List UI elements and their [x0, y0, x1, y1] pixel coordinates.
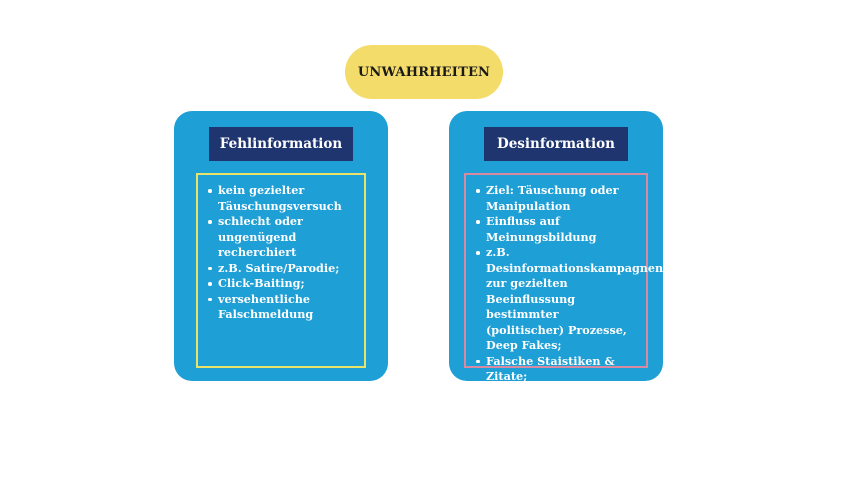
header-fehlinformation-text: Fehlinformation — [219, 136, 343, 152]
list-item: versehentliche Falschmeldung — [206, 292, 358, 323]
list-item: kein gezielter Täuschungsversuch — [206, 183, 358, 214]
card-fehlinformation: Fehlinformation kein gezielter Täuschung… — [174, 111, 388, 381]
card-desinformation: Desinformation Ziel: Täuschung oder Mani… — [449, 111, 663, 399]
list-item: Falsche Staistiken & Zitate; — [474, 354, 640, 385]
header-desinformation: Desinformation — [484, 127, 628, 161]
list-item: schlecht oder ungenügend recherchiert — [206, 214, 358, 261]
list-box-desinformation: Ziel: Täuschung oder Manipulation Einflu… — [464, 173, 663, 399]
header-desinformation-text: Desinformation — [497, 136, 615, 152]
list-fehlinformation: kein gezielter Täuschungsversuch schlech… — [206, 183, 358, 323]
list-item: Ziel: Täuschung oder Manipulation — [474, 183, 640, 214]
list-item: Click-Baiting; — [206, 276, 358, 292]
list-item: z.B. Desinformationskampagnen zur geziel… — [474, 245, 663, 354]
title-pill: UNWAHRHEITEN — [345, 45, 503, 99]
list-item: Einfluss auf Meinungsbildung — [474, 214, 640, 245]
header-fehlinformation: Fehlinformation — [209, 127, 353, 161]
list-item: z.B. Satire/Parodie; — [206, 261, 358, 277]
list-box-fehlinformation: kein gezielter Täuschungsversuch schlech… — [196, 173, 366, 368]
list-desinformation: Ziel: Täuschung oder Manipulation Einflu… — [474, 183, 663, 401]
list-item: Lügen, Gerüchte — [474, 385, 640, 401]
title-text: UNWAHRHEITEN — [357, 64, 491, 80]
